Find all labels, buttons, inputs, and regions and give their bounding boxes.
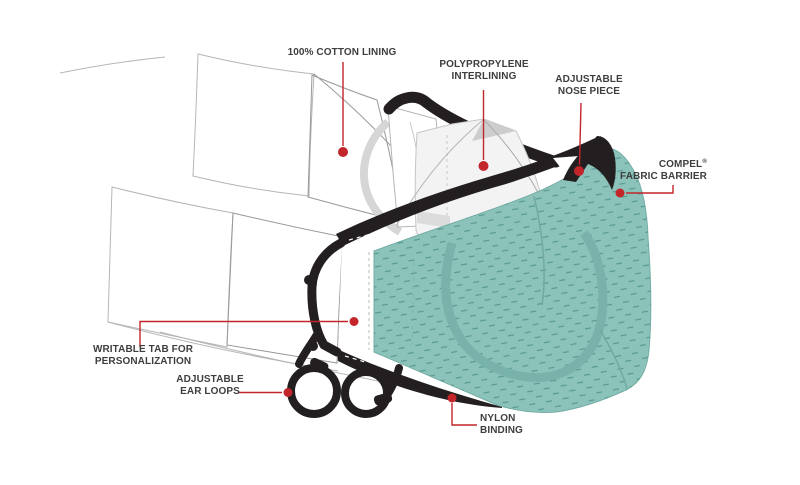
wireframe-cotton-sheets — [59, 53, 429, 386]
wireframe-bottom-sweep-2 — [159, 331, 399, 386]
callout-dot-earloops — [283, 388, 293, 397]
registered-trademark-icon: ® — [702, 158, 707, 165]
label-adjustable-nose-piece: ADJUSTABLE NOSE PIECE — [555, 74, 623, 97]
binding-stitch-top — [348, 233, 372, 241]
callout-dot-tab — [349, 317, 359, 326]
label-writable-tab: WRITABLE TAB FOR PERSONALIZATION — [92, 344, 194, 367]
callout-dot-cotton — [338, 147, 348, 157]
wireframe-sheet-bottom-mid — [226, 212, 344, 364]
strap-adjuster-upper — [310, 357, 329, 372]
nose-corner-wedge — [563, 136, 616, 190]
wireframe-sheet-top-mid — [307, 74, 404, 223]
leader-nose — [578, 102, 582, 166]
label-nylon-binding: NYLON BINDING — [480, 413, 523, 436]
wireframe-sheet-bottom-left — [107, 186, 234, 348]
strap-adjuster-lower — [373, 392, 393, 406]
leader-tab — [139, 320, 348, 347]
strap-from-mask — [295, 332, 320, 368]
leader-nylon — [451, 403, 477, 426]
binding-knob-upper — [304, 275, 314, 285]
wireframe-sheet-top-left — [192, 53, 315, 197]
top-binding — [336, 136, 601, 246]
callout-dot-nylon — [447, 393, 457, 403]
callout-dot-nose — [574, 166, 584, 176]
callout-dot-interlining — [478, 161, 489, 171]
label-compel-fabric-barrier: COMPEL® FABRIC BARRIER — [620, 158, 707, 182]
wireframe-lead-curve — [59, 56, 166, 74]
corner-seam — [599, 329, 629, 394]
interlining-bottom-fold — [417, 211, 450, 228]
callouts — [139, 62, 674, 426]
label-adjustable-ear-loops: ADJUSTABLE EAR LOOPS — [176, 374, 244, 397]
leader-compel — [626, 185, 674, 194]
fabric-crease — [411, 261, 415, 351]
white-nose-notch — [553, 156, 579, 172]
ear-loop-left — [287, 364, 341, 418]
label-cotton-lining: 100% COTTON LINING — [287, 47, 397, 58]
binding-stitch-bottom — [344, 355, 366, 363]
label-polypropylene-interlining: POLYPROPYLENE INTERLINING — [439, 59, 529, 82]
ear-channel-seam — [441, 230, 608, 383]
front-mask-binding — [304, 136, 616, 408]
center-seam — [533, 195, 545, 306]
writable-tab-area — [338, 244, 374, 353]
callout-dot-compel — [615, 188, 625, 198]
